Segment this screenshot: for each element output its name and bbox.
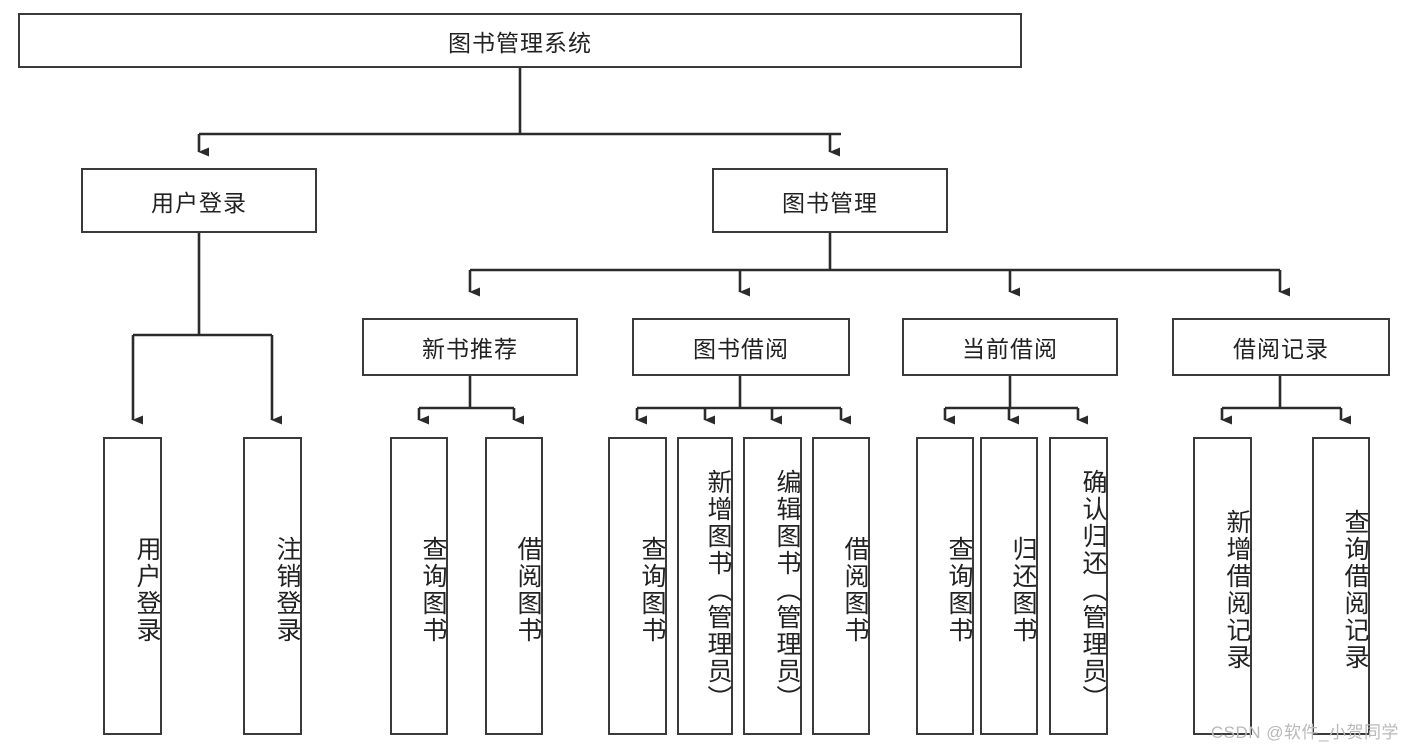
node-leaf-user-login[interactable]: 用户登录 <box>103 437 162 735</box>
node-leaf-borrow-book-2-label: 借阅图书 <box>841 536 869 644</box>
node-leaf-edit-book[interactable]: 编辑图书（管理员） <box>743 437 802 735</box>
node-current-borrow-label: 当前借阅 <box>962 336 1058 362</box>
node-leaf-confirm-return[interactable]: 确认归还（管理员） <box>1049 437 1108 735</box>
node-leaf-query-book-1-label: 查询图书 <box>419 536 447 644</box>
node-leaf-return-book[interactable]: 归还图书 <box>980 437 1038 735</box>
node-leaf-borrow-book-1-label: 借阅图书 <box>514 536 542 644</box>
node-leaf-add-record-label: 新增借阅记录 <box>1223 509 1251 671</box>
node-leaf-query-book-2-label: 查询图书 <box>638 536 666 644</box>
node-user-login-label: 用户登录 <box>151 189 247 216</box>
node-leaf-add-record[interactable]: 新增借阅记录 <box>1193 437 1252 735</box>
node-leaf-return-book-label: 归还图书 <box>1009 536 1037 644</box>
node-current-borrow[interactable]: 当前借阅 <box>902 318 1118 376</box>
node-borrow-record-label: 借阅记录 <box>1233 336 1329 362</box>
node-book-manage-label: 图书管理 <box>782 189 878 216</box>
node-book-borrow[interactable]: 图书借阅 <box>632 318 850 376</box>
node-leaf-borrow-book-1[interactable]: 借阅图书 <box>485 437 543 735</box>
node-root-label: 图书管理系统 <box>448 29 592 56</box>
node-leaf-add-book-label: 新增图书（管理员） <box>704 468 732 712</box>
node-leaf-borrow-book-2[interactable]: 借阅图书 <box>812 437 870 735</box>
node-leaf-query-book-3[interactable]: 查询图书 <box>916 437 974 735</box>
node-new-book-rec-label: 新书推荐 <box>422 336 518 362</box>
node-leaf-query-book-1[interactable]: 查询图书 <box>390 437 448 735</box>
node-book-borrow-label: 图书借阅 <box>693 336 789 362</box>
node-leaf-logout[interactable]: 注销登录 <box>243 437 302 735</box>
node-leaf-logout-label: 注销登录 <box>273 536 301 644</box>
node-leaf-query-record[interactable]: 查询借阅记录 <box>1312 437 1370 735</box>
node-leaf-confirm-return-label: 确认归还（管理员） <box>1079 468 1107 712</box>
node-leaf-query-book-3-label: 查询图书 <box>945 536 973 644</box>
node-borrow-record[interactable]: 借阅记录 <box>1172 318 1390 376</box>
watermark: CSDN @软件_小贺同学 <box>1210 723 1399 742</box>
node-leaf-query-book-2[interactable]: 查询图书 <box>608 437 667 735</box>
node-leaf-query-record-label: 查询借阅记录 <box>1341 509 1369 671</box>
node-leaf-edit-book-label: 编辑图书（管理员） <box>773 468 801 712</box>
node-new-book-rec[interactable]: 新书推荐 <box>362 318 578 376</box>
node-leaf-user-login-label: 用户登录 <box>133 536 161 644</box>
node-leaf-add-book[interactable]: 新增图书（管理员） <box>677 437 733 735</box>
node-user-login[interactable]: 用户登录 <box>81 168 317 233</box>
node-book-manage[interactable]: 图书管理 <box>712 168 948 233</box>
node-root[interactable]: 图书管理系统 <box>18 13 1022 68</box>
